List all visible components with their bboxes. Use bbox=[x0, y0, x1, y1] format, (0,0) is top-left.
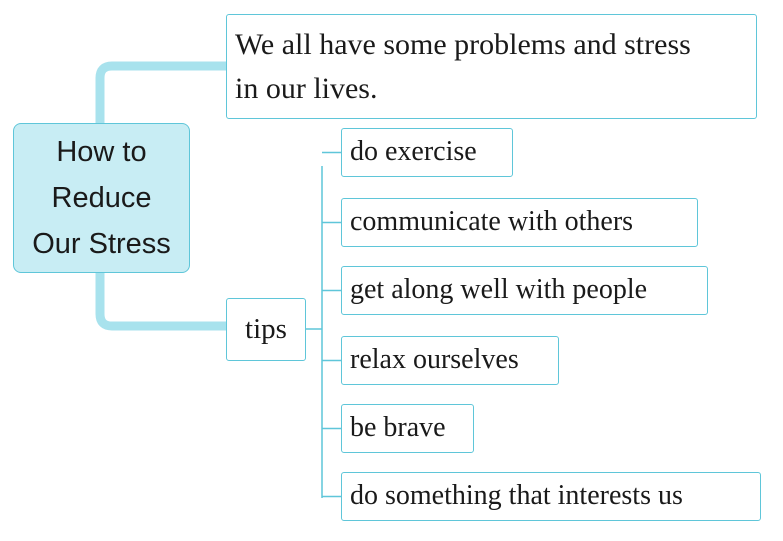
tip-item: communicate with others bbox=[341, 198, 698, 247]
intro-line: in our lives. bbox=[235, 72, 378, 105]
central-topic-line: Our Stress bbox=[32, 228, 171, 260]
item-branch-ticks bbox=[322, 151, 341, 498]
tips-box: tips bbox=[226, 298, 306, 361]
tip-item: get along well with people bbox=[341, 266, 708, 315]
central-topic-line: Reduce bbox=[51, 182, 152, 214]
central-topic-line: How to bbox=[56, 136, 147, 168]
root-to-intro-connector bbox=[95, 61, 231, 129]
tips-to-items-spine bbox=[306, 166, 323, 498]
root-to-tips-connector bbox=[95, 267, 231, 331]
tip-item: do something that interests us bbox=[341, 472, 761, 521]
tip-item: do exercise bbox=[341, 128, 513, 177]
tip-item: relax ourselves bbox=[341, 336, 559, 385]
tip-item: be brave bbox=[341, 404, 474, 453]
intro-line: We all have some problems and stress bbox=[235, 28, 691, 61]
intro-box: We all have some problems and stress in … bbox=[226, 14, 757, 119]
central-topic: How to Reduce Our Stress bbox=[13, 123, 190, 273]
